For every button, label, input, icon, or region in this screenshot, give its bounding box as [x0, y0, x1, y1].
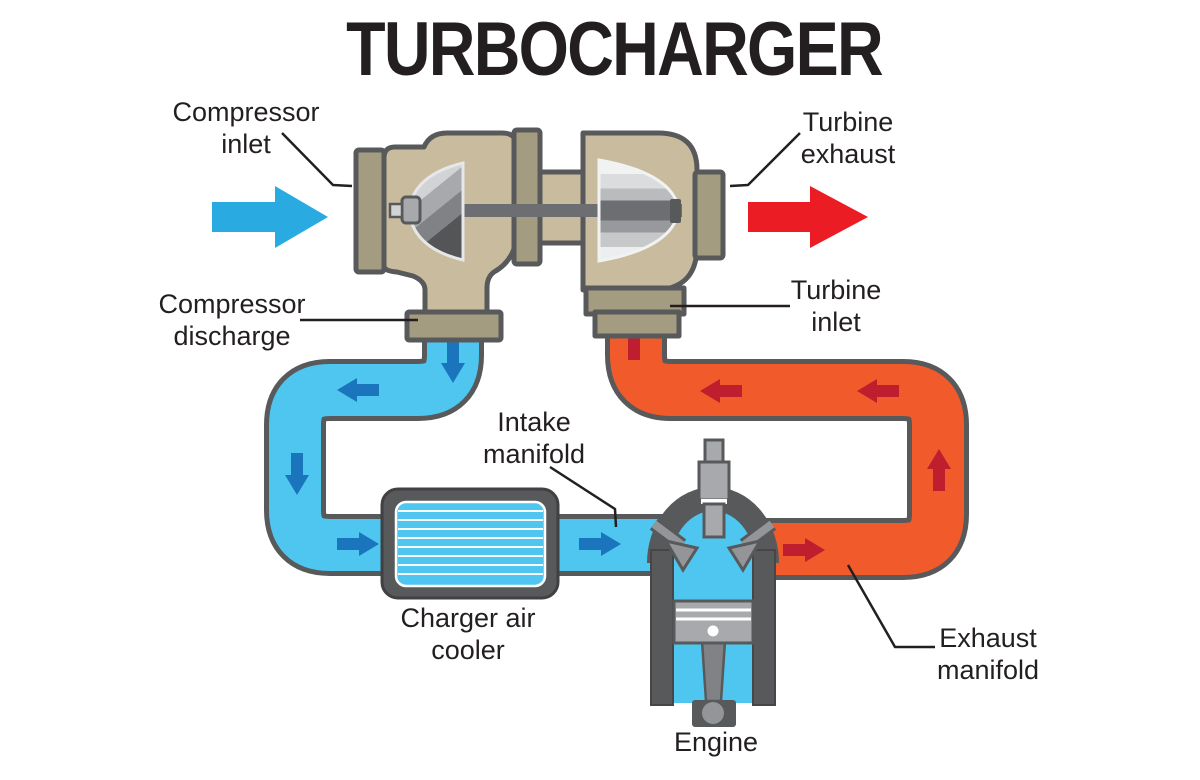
- label-charge-air-cooler: Charger air cooler: [400, 603, 536, 666]
- compressor-discharge-flange: [404, 309, 504, 343]
- label-engine: Engine: [673, 727, 759, 757]
- large-intake-arrow: [212, 186, 328, 248]
- leader-lines: [281, 132, 935, 649]
- center-flange: [511, 127, 543, 267]
- turbocharger-assembly: [353, 127, 726, 343]
- label-exhaust-manifold: Exhaust manifold: [936, 623, 1040, 686]
- page-title: TURBOCHARGER: [346, 7, 884, 92]
- spark-plug: [697, 438, 731, 539]
- exhaust-valve: [726, 518, 777, 573]
- label-turbine-inlet: Turbine inlet: [790, 275, 882, 338]
- leader-compressor-inlet: [281, 132, 353, 188]
- cooler-fins: [398, 510, 543, 575]
- cylinder-wall-left: [650, 549, 674, 706]
- large-exhaust-arrow: [748, 186, 868, 248]
- label-compressor-discharge: Compressor discharge: [158, 289, 306, 352]
- leader-intake-manifold: [549, 465, 618, 528]
- crankshaft: [692, 700, 736, 727]
- intake-valve: [649, 518, 700, 573]
- leader-turbine-exhaust: [729, 132, 801, 188]
- engine: [647, 438, 779, 727]
- compressor-nut: [400, 195, 422, 225]
- label-compressor-inlet: Compressor inlet: [172, 97, 320, 160]
- compressor-inlet-flange: [353, 147, 387, 275]
- cylinder-wall-right: [752, 549, 776, 706]
- label-intake-manifold: Intake manifold: [482, 407, 586, 470]
- charge-air-cooler: [380, 487, 560, 600]
- leader-exhaust-manifold: [846, 564, 935, 649]
- turbine-outlet-flange: [692, 169, 726, 261]
- shaft-end-cap: [670, 199, 681, 223]
- exhaust-pipe: [605, 308, 969, 580]
- turbine-inlet-flange-step: [592, 309, 682, 339]
- label-turbine-exhaust: Turbine exhaust: [800, 107, 896, 170]
- connecting-rod: [700, 639, 727, 703]
- intake-pipe: [264, 310, 672, 576]
- compressor-nut-tip: [388, 202, 404, 219]
- piston: [672, 599, 755, 645]
